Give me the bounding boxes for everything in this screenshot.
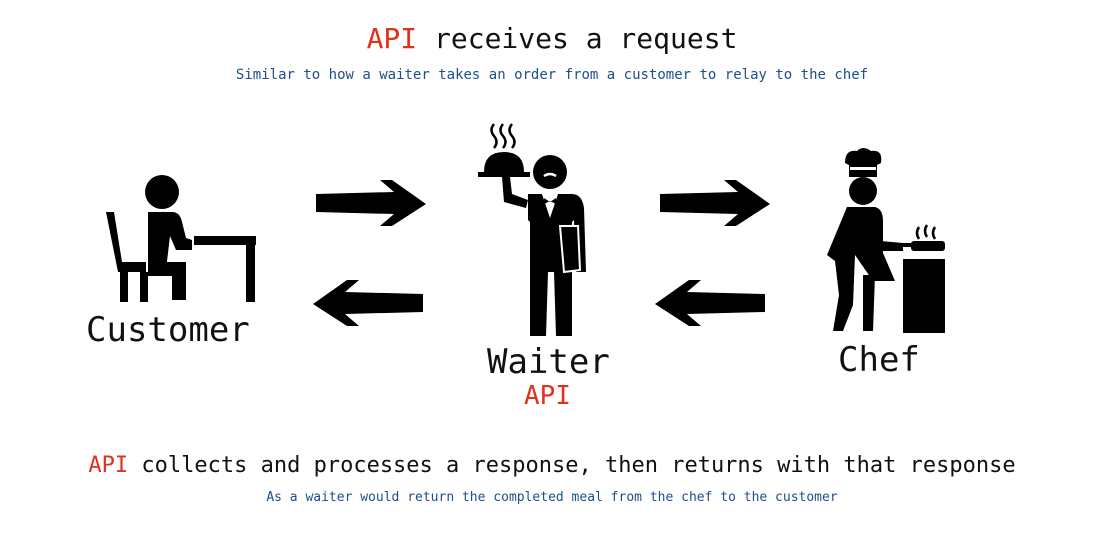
- waiter-label: Waiter: [487, 342, 610, 382]
- arrow-left-icon: [313, 280, 423, 326]
- top-heading-text: receives a request: [417, 22, 738, 55]
- chef-label: Chef: [838, 340, 920, 380]
- top-subtitle: Similar to how a waiter takes an order f…: [235, 67, 869, 83]
- bottom-heading-text: collects and processes a response, then …: [128, 453, 1016, 478]
- chef-icon: [827, 148, 945, 333]
- bottom-heading: API collects and processes a response, t…: [0, 453, 1104, 478]
- customer-label: Customer: [86, 310, 250, 350]
- waiter-api-label: API: [524, 381, 571, 411]
- top-heading-highlight: API: [366, 22, 418, 55]
- customer-icon: [106, 175, 256, 302]
- waiter-icon: [478, 123, 586, 336]
- bottom-heading-highlight: API: [88, 453, 129, 478]
- arrow-left-icon: [655, 280, 765, 326]
- arrow-right-icon: [660, 180, 770, 226]
- top-heading: API receives a request: [0, 22, 1104, 55]
- bottom-subtitle: As a waiter would return the completed m…: [266, 490, 838, 505]
- arrow-right-icon: [316, 180, 426, 226]
